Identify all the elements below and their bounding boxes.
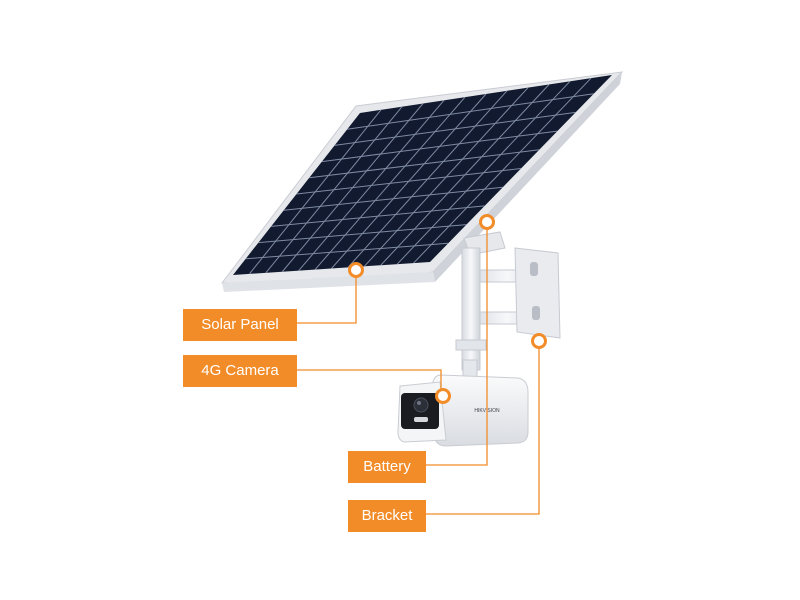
camera-lens (413, 397, 429, 413)
solar-cell-line (271, 205, 485, 227)
battery-leader (426, 229, 488, 466)
solar-panel (220, 71, 624, 292)
solar-panel-grid (245, 77, 594, 275)
solar-cell-line (347, 93, 594, 130)
bracket-pole (461, 247, 481, 371)
solar-cell-line (258, 224, 467, 244)
bracket (455, 231, 561, 381)
callout-markers (348, 214, 547, 404)
camera-ir-led (414, 417, 428, 422)
solar-cell-line (334, 111, 576, 146)
bracket-plate-slot-bottom (532, 306, 540, 320)
solar-panel-bottom-rail (222, 272, 435, 292)
bracket-leader (426, 347, 540, 515)
solar-cell-line (309, 149, 540, 179)
pole-clamp (455, 339, 487, 351)
bracket-marker (531, 333, 547, 349)
bracket-wall-plate (514, 247, 561, 339)
bracket-label: Bracket (348, 500, 426, 532)
solar-panel-cells (233, 75, 612, 275)
camera-lens-glint (417, 401, 421, 405)
solar-cell-line (321, 130, 558, 163)
solar-cell-line (245, 242, 449, 260)
4g-camera: HIKVISION (397, 374, 529, 447)
camera-leader (297, 369, 442, 396)
solar-cell-line (283, 186, 503, 211)
battery-label: Battery (348, 451, 426, 483)
solar-cell-line (296, 168, 522, 195)
callout-lines (297, 229, 540, 515)
solar-panel-label: Solar Panel (183, 309, 297, 341)
camera-marker (435, 388, 451, 404)
solar-panel-edge (433, 72, 622, 282)
battery-marker (479, 214, 495, 230)
solar-panel-marker (348, 262, 364, 278)
bracket-plate-slot-top (530, 262, 538, 276)
solar-panel-leader (297, 276, 357, 324)
camera-label: 4G Camera (183, 355, 297, 387)
